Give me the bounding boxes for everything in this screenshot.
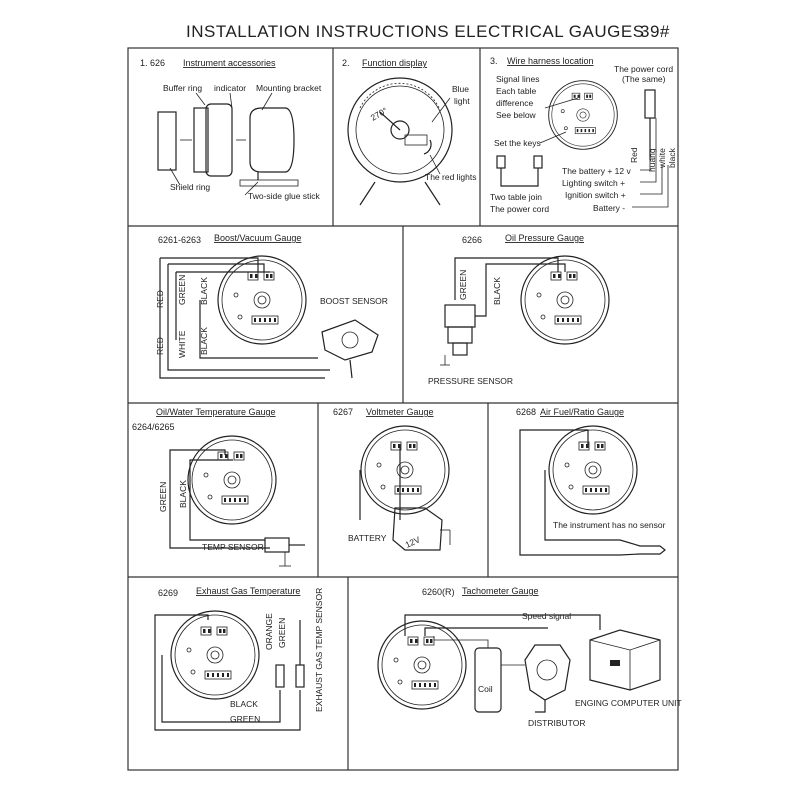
label-battery-minus: Battery - xyxy=(593,203,625,213)
section-title: Boost/Vacuum Gauge xyxy=(214,233,301,243)
section-number: 6260(R) xyxy=(422,587,455,597)
label-red: Red xyxy=(629,147,639,163)
panel-instrument-accessories: 1. 626 Instrument accessories Buffer rin… xyxy=(140,58,322,201)
label-black-2: BLACK xyxy=(199,327,209,355)
label-shield-ring: Shield ring xyxy=(170,182,210,192)
label-ecu: ENGING COMPUTER UNIT xyxy=(575,698,682,708)
label-red-lights: The red lights xyxy=(425,172,477,182)
section-number: 6269 xyxy=(158,588,178,598)
panel-voltmeter: 6267 Voltmeter Gauge BATTERY 12V xyxy=(333,407,451,551)
label-green-top: GREEN xyxy=(277,618,287,648)
section-title: Air Fuel/Ratio Gauge xyxy=(540,407,624,417)
label-green-bottom: GREEN xyxy=(230,714,260,724)
section-number: 3. xyxy=(490,56,498,66)
label-white: white xyxy=(657,148,667,169)
section-title: Voltmeter Gauge xyxy=(366,407,434,417)
panel-grid xyxy=(127,47,679,771)
label-egt-sensor: EXHAUST GAS TEMP SENSOR xyxy=(314,588,324,712)
section-number: 6264/6265 xyxy=(132,422,175,432)
page-number: 39# xyxy=(640,22,670,41)
label-boost-sensor: BOOST SENSOR xyxy=(320,296,388,306)
label-orange: ORANGE xyxy=(264,613,274,650)
label-no-sensor: The instrument has no sensor xyxy=(553,520,666,530)
panel-wire-harness: 3. Wire harness location Signal lines Ea… xyxy=(490,56,677,214)
label-ignition-switch: Ignition switch + xyxy=(565,190,626,200)
label-signal-lines: Signal lines xyxy=(496,74,539,84)
section-title: Function display xyxy=(362,58,428,68)
label-temp-sensor: TEMP SENSOR xyxy=(202,542,264,552)
section-title: Instrument accessories xyxy=(183,58,276,68)
label-light: light xyxy=(454,96,470,106)
label-coil: Coil xyxy=(478,684,493,694)
label-mounting-bracket: Mounting bracket xyxy=(256,83,322,93)
label-buffer-ring: Buffer ring xyxy=(163,83,202,93)
section-title: Tachometer Gauge xyxy=(462,586,539,596)
label-battery: BATTERY xyxy=(348,533,387,543)
label-each-table: Each table xyxy=(496,86,536,96)
label-difference: difference xyxy=(496,98,533,108)
panel-oil-water-temp: Oil/Water Temperature Gauge 6264/6265 GR… xyxy=(132,407,305,567)
label-glue-stick: Two-side glue stick xyxy=(248,191,321,201)
label-power-cord-2: The power cord xyxy=(490,204,549,214)
label-see-below: See below xyxy=(496,110,537,120)
section-number: 6268 xyxy=(516,407,536,417)
label-indicator: indicator xyxy=(214,83,246,93)
section-number: 6261-6263 xyxy=(158,235,201,245)
label-black-bottom: BLACK xyxy=(230,699,258,709)
page-title: INSTALLATION INSTRUCTIONS ELECTRICAL GAU… xyxy=(186,22,645,41)
section-title: Exhaust Gas Temperature xyxy=(196,586,300,596)
label-red-1: RED xyxy=(155,290,165,308)
label-huang: huang xyxy=(647,148,657,172)
section-number: 6267 xyxy=(333,407,353,417)
label-green-1: GREEN xyxy=(177,275,187,305)
label-black: BLACK xyxy=(492,277,502,305)
panel-boost-vacuum: 6261-6263 Boost/Vacuum Gauge RED GREEN B… xyxy=(155,233,388,379)
panel-tachometer: 6260(R) Tachometer Gauge Speed signal Co… xyxy=(377,586,682,728)
label-green: GREEN xyxy=(458,270,468,300)
section-number: 2. xyxy=(342,58,350,68)
label-270: 270° xyxy=(369,105,389,122)
section-title: Wire harness location xyxy=(507,56,594,66)
label-black: black xyxy=(667,147,677,168)
label-red-2: RED xyxy=(155,337,165,355)
label-battery-12v: The battery + 12 v xyxy=(562,166,631,176)
label-speed-signal: Speed signal xyxy=(522,611,571,621)
section-title: Oil/Water Temperature Gauge xyxy=(156,407,276,417)
label-green: GREEN xyxy=(158,482,168,512)
section-number: 6266 xyxy=(462,235,482,245)
panel-exhaust-gas-temp: 6269 Exhaust Gas Temperature ORANGE GREE… xyxy=(154,586,324,731)
panel-oil-pressure: 6266 Oil Pressure Gauge GREEN BLACK PRES… xyxy=(428,233,610,386)
panel-air-fuel: 6268 Air Fuel/Ratio Gauge The instrument… xyxy=(516,407,666,556)
section-title: Oil Pressure Gauge xyxy=(505,233,584,243)
label-black: BLACK xyxy=(178,480,188,508)
label-the-same: (The same) xyxy=(622,74,666,84)
label-power-cord: The power cord xyxy=(614,64,673,74)
label-blue: Blue xyxy=(452,84,469,94)
label-12v: 12V xyxy=(404,534,422,550)
label-lighting-switch: Lighting switch + xyxy=(562,178,625,188)
label-set-keys: Set the keys xyxy=(494,138,541,148)
label-distributor: DISTRIBUTOR xyxy=(528,718,585,728)
label-white-2: WHITE xyxy=(177,330,187,358)
label-black-1: BLACK xyxy=(199,277,209,305)
section-number: 1. 626 xyxy=(140,58,165,68)
panel-function-display: 2. Function display 270° Blue light The … xyxy=(342,58,477,206)
label-two-table-join: Two table join xyxy=(490,192,542,202)
label-pressure-sensor: PRESSURE SENSOR xyxy=(428,376,513,386)
